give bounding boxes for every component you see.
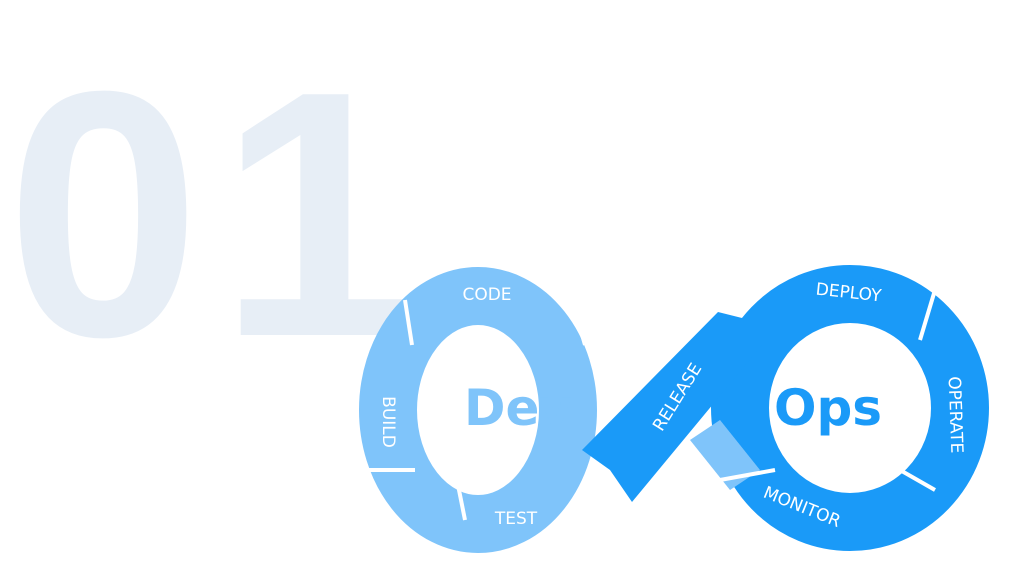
- dev-label: Dev: [464, 379, 572, 437]
- dev-loop: [359, 267, 597, 553]
- stage-plan: PLAN: [595, 311, 637, 359]
- ops-label: Ops: [774, 379, 882, 437]
- segment-separators: [355, 289, 937, 521]
- dev-return-band: [690, 420, 760, 490]
- stage-code: CODE: [462, 285, 511, 305]
- section-number: 01: [6, 19, 432, 410]
- stage-build: BUILD: [378, 396, 398, 448]
- stage-test: TEST: [494, 509, 538, 529]
- release-segment: [582, 312, 762, 502]
- ops-loop: [711, 265, 989, 551]
- stage-operate: OPERATE: [944, 376, 967, 454]
